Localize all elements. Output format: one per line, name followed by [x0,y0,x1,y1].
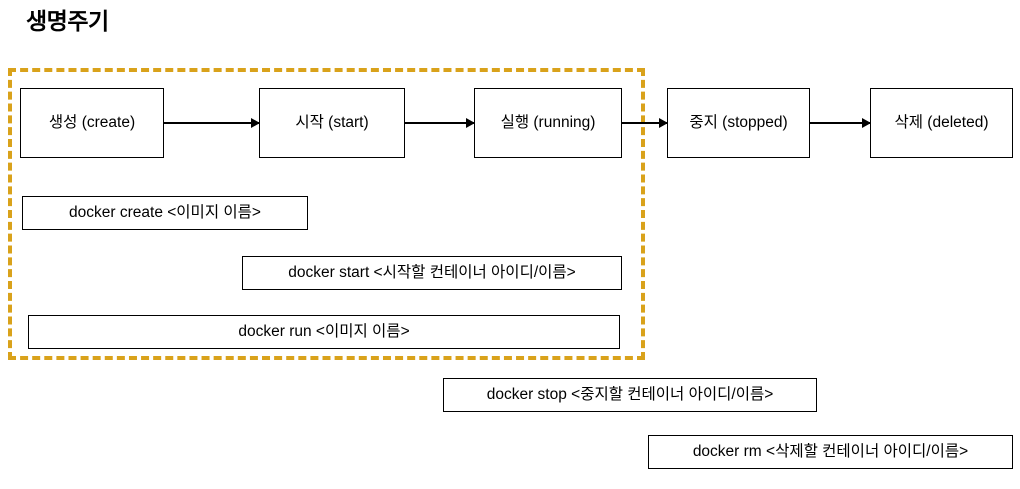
command-box-docker-create[interactable]: docker create <이미지 이름> [22,196,308,230]
arrow-right-icon-running-to-stopped [622,122,667,124]
arrow-right-icon-start-to-running [405,122,474,124]
arrow-right-icon-create-to-start [164,122,259,124]
arrow-right-icon-stopped-to-deleted [810,122,870,124]
state-box-create[interactable]: 생성 (create) [20,88,164,158]
command-box-docker-start[interactable]: docker start <시작할 컨테이너 아이디/이름> [242,256,622,290]
dashed-highlight-group [8,68,645,360]
command-box-docker-rm[interactable]: docker rm <삭제할 컨테이너 아이디/이름> [648,435,1013,469]
state-box-deleted[interactable]: 삭제 (deleted) [870,88,1013,158]
command-box-docker-stop[interactable]: docker stop <중지할 컨테이너 아이디/이름> [443,378,817,412]
page-title: 생명주기 [26,8,109,34]
state-box-running[interactable]: 실행 (running) [474,88,622,158]
state-box-stopped[interactable]: 중지 (stopped) [667,88,810,158]
command-box-docker-run[interactable]: docker run <이미지 이름> [28,315,620,349]
state-box-start[interactable]: 시작 (start) [259,88,405,158]
